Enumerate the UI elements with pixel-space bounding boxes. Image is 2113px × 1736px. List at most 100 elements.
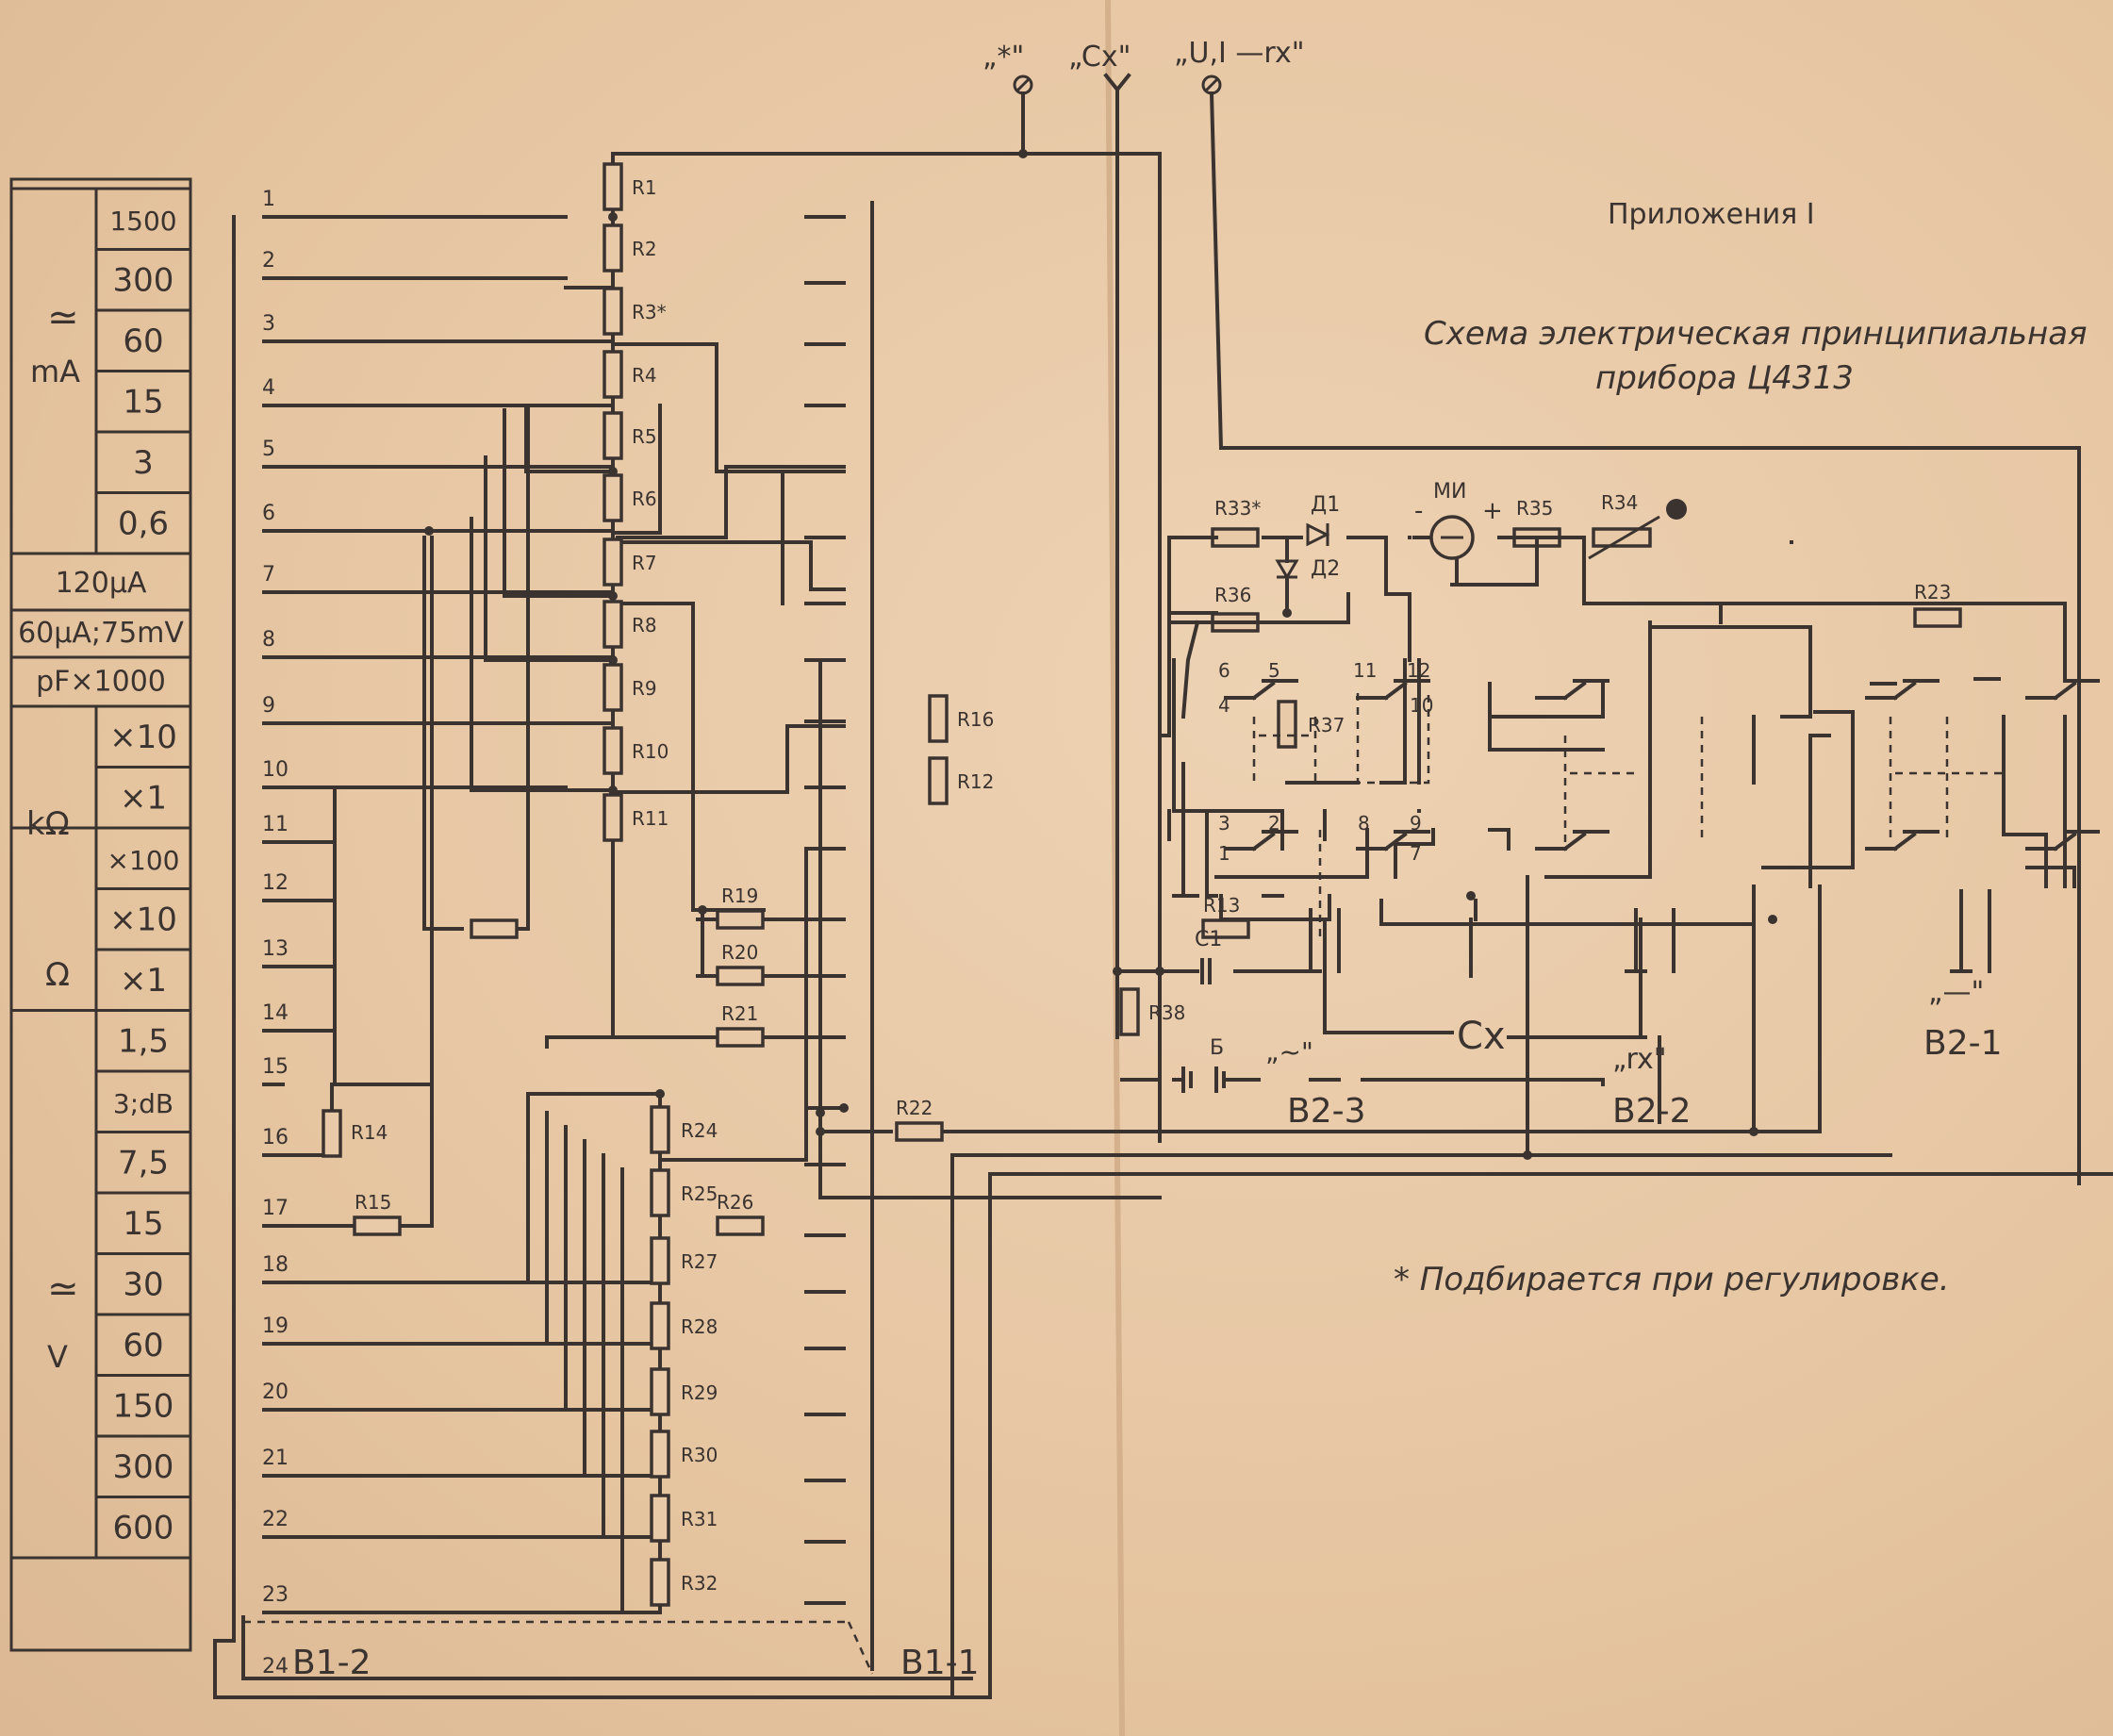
resistor-label: R22 [896, 1097, 933, 1119]
resistor-label: R28 [681, 1315, 718, 1338]
resistor-icon [928, 756, 949, 805]
resistor-label: R31 [681, 1508, 718, 1530]
contact-number: 1 [1218, 842, 1230, 865]
diode-d2-icon [1275, 559, 1299, 580]
resistor-icon [353, 1215, 402, 1236]
resistor-label: R11 [632, 807, 669, 830]
resistor-icon [716, 966, 765, 986]
position-24-label: 24 [262, 1655, 289, 1678]
switch-position-20: 20 [262, 1381, 289, 1404]
switch-contacts [1224, 679, 2100, 851]
range-value: 15 [123, 1205, 163, 1243]
title-line-1: Схема электрическая принципиальная [1424, 315, 2088, 353]
resistor-label: R37 [1308, 714, 1345, 736]
switch-position-11: 11 [262, 813, 289, 836]
resistor-icon [650, 1105, 670, 1154]
resistor-label: R2 [632, 238, 657, 260]
resistor-label: R30 [681, 1444, 718, 1466]
cx-label: Cx [1457, 1015, 1506, 1058]
range-value: 1,5 [118, 1022, 169, 1060]
b2-1-label: B2-1 [1923, 1024, 2003, 1063]
range-value: 150 [113, 1387, 174, 1425]
switch-position-10: 10 [262, 758, 289, 782]
rx-label: „rx" [1612, 1043, 1667, 1076]
range-value: ×1 [120, 779, 167, 817]
resistor-label: R15 [355, 1191, 391, 1214]
resistor-icon [650, 1494, 670, 1543]
range-value: ×10 [109, 901, 177, 938]
resistor-label: R3* [632, 301, 667, 323]
contact-number: 10 [1410, 694, 1433, 717]
range-table: 1500300601530,6120μA60μA;75mVpF×1000×10×… [9, 177, 192, 1652]
b1-2-label: B1-2 [292, 1644, 371, 1682]
range-value: 600 [113, 1509, 174, 1546]
resistor-label: R29 [681, 1381, 718, 1404]
resistor-label: R12 [957, 770, 994, 793]
appendix-label: Приложения I [1608, 198, 1815, 231]
resistor-label: R34 [1601, 491, 1638, 514]
range-value: 60 [123, 322, 163, 360]
resistor-icon [650, 1168, 670, 1217]
meter-plus: + [1482, 497, 1503, 525]
range-value: 15 [123, 383, 163, 421]
resistor-icon [650, 1367, 670, 1416]
resistor-label: R38 [1148, 1001, 1185, 1024]
resistor-icon [1119, 987, 1140, 1036]
contact-number: 9 [1410, 812, 1422, 835]
range-value: 60μA;75mV [18, 617, 184, 650]
contact-number: 8 [1358, 812, 1370, 835]
resistor-icon [895, 1121, 944, 1142]
range-value: ×10 [109, 719, 177, 756]
switch-position-21: 21 [262, 1447, 289, 1470]
resistor-label: R20 [721, 941, 758, 964]
resistor-icon [603, 223, 623, 273]
contact-number: 11 [1353, 659, 1377, 682]
resistor-icon [603, 411, 623, 460]
r34-adjust-marker [1666, 499, 1687, 520]
battery-label: Б [1210, 1036, 1224, 1060]
contact-number: 3 [1218, 812, 1230, 835]
switch-position-9: 9 [262, 694, 275, 718]
range-value: 30 [123, 1265, 163, 1303]
resistor-icon [603, 600, 623, 649]
resistor-icon [650, 1301, 670, 1350]
resistor-icon [650, 1430, 670, 1479]
unit-ma: mA [30, 354, 80, 389]
resistor-icon [716, 909, 765, 930]
contact-number: 6 [1218, 659, 1230, 682]
resistor-label: R24 [681, 1119, 718, 1142]
range-value: 3 [133, 444, 154, 482]
resistor-icon [603, 726, 623, 775]
resistor-icon [650, 1558, 670, 1607]
switch-position-18: 18 [262, 1253, 289, 1277]
resistor-label: R21 [721, 1002, 758, 1025]
switch-position-15: 15 [262, 1055, 289, 1079]
resistor-icon [322, 1109, 342, 1158]
range-value: ×1 [120, 962, 167, 1000]
range-value: 7,5 [118, 1144, 169, 1182]
unit-kohm: kΩ [26, 805, 70, 843]
diode-d1-icon [1306, 522, 1330, 547]
range-value: 60 [123, 1327, 163, 1364]
resistor-icon [603, 287, 623, 336]
resistor-label: R16 [957, 708, 994, 731]
terminal-cx-label: „Cx" [1068, 41, 1131, 74]
diode-d1: Д1 [1306, 493, 1340, 547]
switch-position-13: 13 [262, 937, 289, 961]
resistor-icon [603, 537, 623, 587]
contact-number: 12 [1407, 659, 1430, 682]
terminal-star-label: „*" [982, 41, 1024, 74]
contact-number: 4 [1218, 694, 1230, 717]
range-value: 1500 [109, 206, 176, 237]
junction-layer [424, 149, 1777, 1160]
range-value: 0,6 [118, 504, 169, 542]
unit-ohm: Ω [45, 956, 70, 994]
diode-d2: Д2 [1275, 536, 1340, 615]
resistor-icon [1913, 607, 1962, 628]
wiring-left [213, 152, 2113, 1699]
resistor-icon [603, 473, 623, 522]
range-value: pF×1000 [36, 665, 166, 698]
